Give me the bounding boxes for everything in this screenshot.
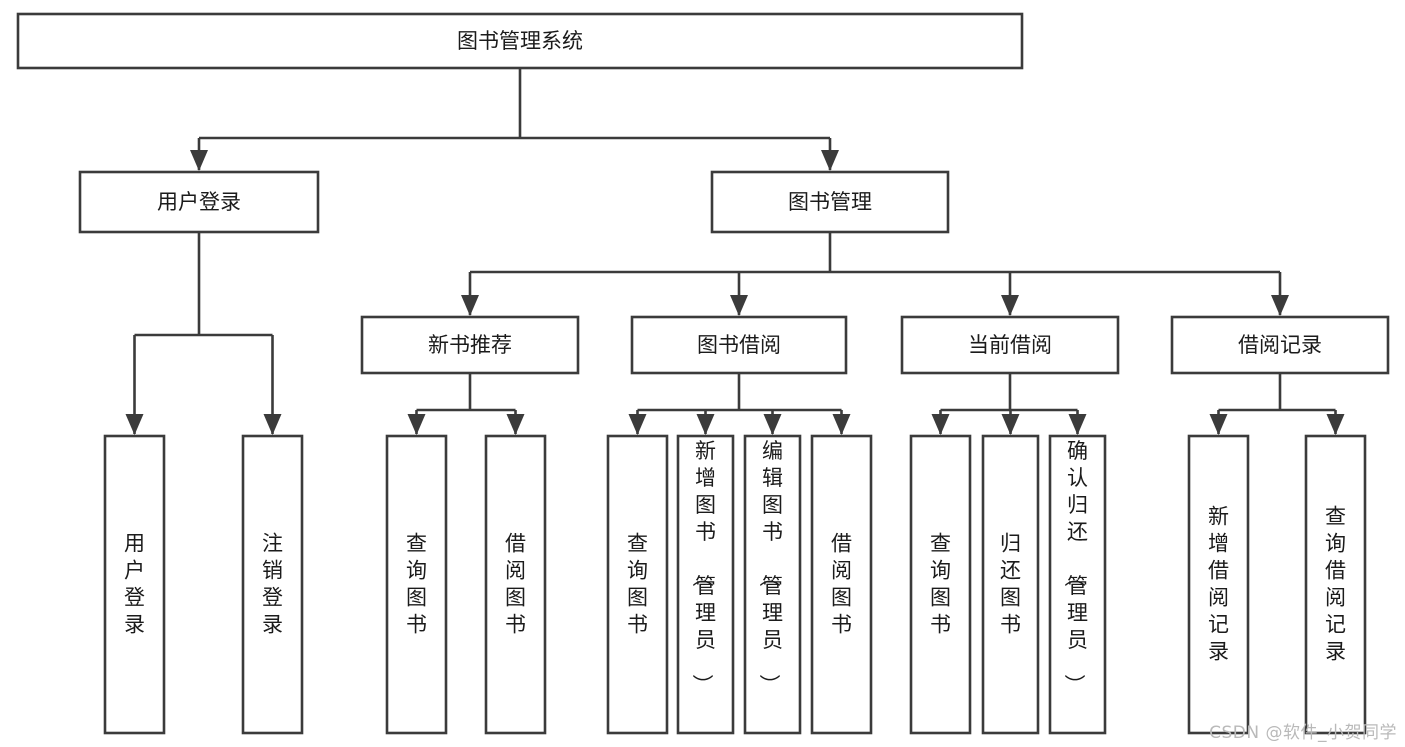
node-label: 借阅记录 (1238, 333, 1322, 357)
node-查询图书-leaf-4[interactable]: 查询图书 (606, 434, 669, 735)
node-label: 查询图书 (406, 532, 427, 637)
node-注销登录-leaf-1[interactable]: 注销登录 (241, 434, 304, 735)
node-label: 借阅图书 (831, 532, 852, 637)
node-label: 注销登录 (262, 532, 283, 637)
node-当前借阅[interactable]: 当前借阅 (900, 315, 1120, 375)
node-label: 编辑图书（管理员） (757, 439, 783, 695)
node-查询图书-leaf-2[interactable]: 查询图书 (385, 434, 448, 735)
node-确认归还管理员-leaf-10[interactable]: 确认归还（管理员） (1048, 434, 1107, 735)
node-label: 新增图书（管理员） (690, 439, 716, 695)
node-label: 图书管理系统 (457, 29, 583, 53)
node-label: 用户登录 (124, 532, 145, 637)
node-label: 归还图书 (1000, 532, 1021, 637)
node-label: 用户登录 (157, 190, 241, 214)
node-用户登录[interactable]: 用户登录 (78, 170, 320, 234)
node-图书管理系统-root[interactable]: 图书管理系统 (16, 12, 1024, 70)
node-新增图书管理员-leaf-5[interactable]: 新增图书（管理员） (676, 434, 735, 735)
node-借阅图书-leaf-7[interactable]: 借阅图书 (810, 434, 873, 735)
node-label: 查询图书 (930, 532, 951, 637)
node-label: 新书推荐 (428, 333, 512, 357)
node-label: 查询借阅记录 (1325, 505, 1346, 664)
node-查询图书-leaf-8[interactable]: 查询图书 (909, 434, 972, 735)
node-借阅记录[interactable]: 借阅记录 (1170, 315, 1390, 375)
diagram-nodes: 图书管理系统用户登录图书管理新书推荐图书借阅当前借阅借阅记录用户登录注销登录查询… (16, 12, 1390, 735)
node-label: 图书借阅 (697, 333, 781, 357)
node-归还图书-leaf-9[interactable]: 归还图书 (981, 434, 1040, 735)
node-label: 查询图书 (627, 532, 648, 637)
node-label: 新增借阅记录 (1208, 505, 1229, 664)
node-label: 借阅图书 (505, 532, 526, 637)
node-label: 确认归还（管理员） (1062, 439, 1088, 695)
node-用户登录-leaf-0[interactable]: 用户登录 (103, 434, 166, 735)
node-新增借阅记录-leaf-11[interactable]: 新增借阅记录 (1187, 434, 1250, 735)
node-label: 图书管理 (788, 190, 872, 214)
node-图书借阅[interactable]: 图书借阅 (630, 315, 848, 375)
node-label: 当前借阅 (968, 333, 1052, 357)
node-编辑图书管理员-leaf-6[interactable]: 编辑图书（管理员） (743, 434, 802, 735)
node-查询借阅记录-leaf-12[interactable]: 查询借阅记录 (1304, 434, 1367, 735)
node-新书推荐[interactable]: 新书推荐 (360, 315, 580, 375)
node-图书管理[interactable]: 图书管理 (710, 170, 950, 234)
connector-lines (125, 68, 1345, 435)
node-借阅图书-leaf-3[interactable]: 借阅图书 (484, 434, 547, 735)
